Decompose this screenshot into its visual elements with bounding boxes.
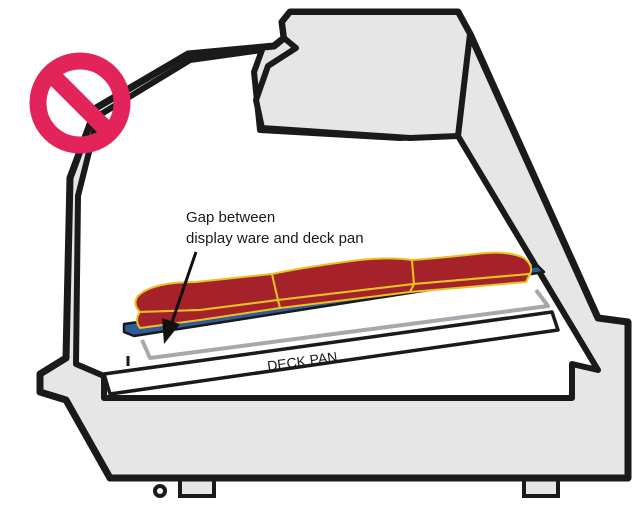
annotation-arrow-head xyxy=(162,318,180,344)
tray-support xyxy=(140,288,550,360)
no-symbol-icon xyxy=(29,52,131,154)
annotation-line-2: display ware and deck pan xyxy=(186,230,364,247)
meat-piece-6 xyxy=(409,273,531,293)
annotation-arrow-line xyxy=(170,251,198,323)
deck-pan xyxy=(102,310,560,396)
front-bolt xyxy=(153,484,167,498)
canopy xyxy=(253,9,473,141)
annotation-line-1: Gap between xyxy=(186,209,275,226)
